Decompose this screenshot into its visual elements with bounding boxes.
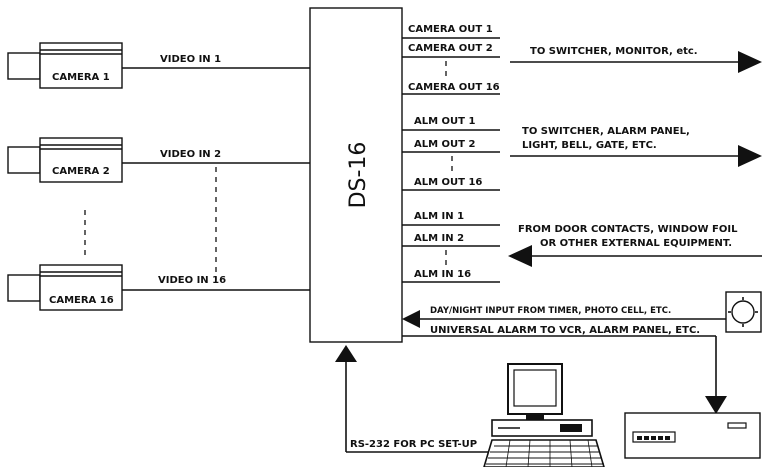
- vcr: [624, 412, 761, 459]
- camera-out-arrowhead: [738, 51, 762, 73]
- camera-out-1-label: CAMERA OUT 1: [408, 24, 493, 35]
- rs232-label: RS-232 FOR PC SET-UP: [350, 439, 477, 450]
- vcr-display: [727, 422, 747, 429]
- alm-in-1-label: ALM IN 1: [414, 211, 464, 222]
- camera-1-lens: [7, 52, 41, 80]
- ds16-unit: [309, 7, 403, 343]
- alm-out-arrowhead: [738, 145, 762, 167]
- pc-computer: [483, 363, 605, 467]
- video-in-2-label: VIDEO IN 2: [160, 149, 221, 160]
- camera-1: CAMERA 1: [7, 42, 123, 89]
- universal-alarm-arrowhead: [705, 396, 727, 414]
- camera-2-label: CAMERA 2: [52, 166, 110, 177]
- alm-in-source-line2: OR OTHER EXTERNAL EQUIPMENT.: [540, 238, 732, 249]
- alm-in-2-label: ALM IN 2: [414, 233, 464, 244]
- alm-out-1-label: ALM OUT 1: [414, 116, 475, 127]
- camera-16-label: CAMERA 16: [49, 295, 114, 306]
- clock-icon: [731, 300, 755, 324]
- camera-16: CAMERA 16: [7, 264, 123, 311]
- video-in-16-label: VIDEO IN 16: [158, 275, 226, 286]
- camera-2: CAMERA 2: [7, 137, 123, 183]
- timer-photocell: [725, 291, 762, 333]
- camera-out-destination: TO SWITCHER, MONITOR, etc.: [530, 46, 698, 57]
- rs232-arrowhead: [335, 345, 357, 362]
- camera-out-16-label: CAMERA OUT 16: [408, 82, 500, 93]
- alm-out-destination-line1: TO SWITCHER, ALARM PANEL,: [522, 126, 690, 137]
- pc-monitor-stand: [526, 414, 544, 420]
- universal-alarm-label: UNIVERSAL ALARM TO VCR, ALARM PANEL, ETC…: [430, 325, 700, 336]
- day-night-arrowhead: [402, 310, 420, 328]
- camera-1-label: CAMERA 1: [52, 72, 110, 83]
- alm-in-source-line1: FROM DOOR CONTACTS, WINDOW FOIL: [518, 224, 738, 235]
- ds16-label: DS-16: [346, 142, 371, 209]
- alm-out-16-label: ALM OUT 16: [414, 177, 482, 188]
- alm-out-destination-line2: LIGHT, BELL, GATE, ETC.: [522, 140, 657, 151]
- alm-out-2-label: ALM OUT 2: [414, 139, 475, 150]
- video-in-1-label: VIDEO IN 1: [160, 54, 221, 65]
- pc-keyboard: [483, 439, 605, 467]
- pc-screen: [513, 369, 557, 407]
- camera-16-lens: [7, 274, 41, 302]
- day-night-label: DAY/NIGHT INPUT FROM TIMER, PHOTO CELL, …: [430, 306, 671, 316]
- alm-in-16-label: ALM IN 16: [414, 269, 471, 280]
- alm-in-arrowhead: [508, 245, 532, 267]
- camera-out-2-label: CAMERA OUT 2: [408, 43, 493, 54]
- camera-2-lens: [7, 146, 41, 174]
